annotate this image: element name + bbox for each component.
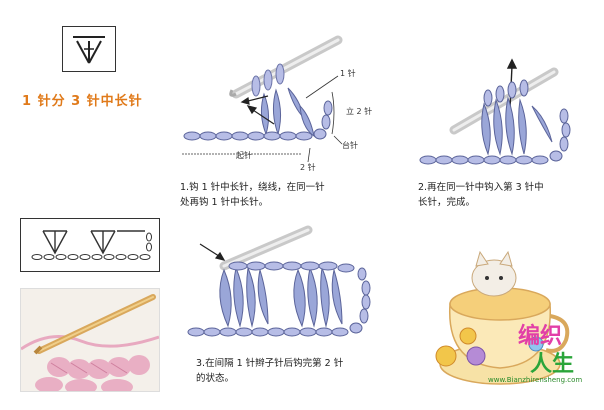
label-stand-2: 立 2 针 — [346, 107, 373, 116]
step2-caption: 2.再在同一针中钩入第 3 针中 长针，完成。 — [418, 180, 588, 210]
step3-caption-line1: 3.在间隔 1 针辫子针后钩完第 2 针 — [196, 358, 344, 369]
watermark-line1: 编织 — [518, 324, 563, 349]
page-title: 1 针分 3 针中长针 — [22, 94, 143, 109]
symbol-box-top — [62, 26, 116, 72]
photo-yarn-icon — [21, 289, 159, 391]
symbol-chart-box — [20, 218, 160, 272]
watermark-illustration — [435, 250, 570, 385]
step2-caption-line1: 2.再在同一针中钩入第 3 针中 — [418, 182, 544, 193]
label-stitch-1: 1 针 — [340, 69, 356, 78]
chart-symbol-icon — [31, 230, 152, 260]
label-platform: 台针 — [342, 141, 358, 150]
watermark-url: www.Bianzhirensheng.com — [488, 376, 583, 384]
step1-caption-line1: 1.钩 1 针中长针，绕线，在同一针 — [180, 182, 325, 193]
step1-caption-line2: 处再钩 1 针中长针。 — [180, 197, 269, 208]
label-stitch-2: 2 针 — [300, 163, 316, 172]
step1-diagram — [182, 35, 343, 163]
step3-caption-line2: 的状态。 — [196, 373, 235, 384]
step2-diagram — [419, 58, 571, 165]
step2-caption-line2: 长针，完成。 — [418, 197, 476, 208]
v-stitch-symbol-icon — [73, 36, 105, 64]
step3-caption: 3.在间隔 1 针辫子针后钩完第 2 针 的状态。 — [196, 356, 396, 386]
watermark-line2: 人生 — [530, 352, 575, 377]
step3-diagram — [187, 225, 371, 337]
photo-crochet — [20, 288, 160, 392]
label-starting: 起针 — [236, 151, 252, 160]
step1-caption: 1.钩 1 针中长针，绕线，在同一针 处再钩 1 针中长针。 — [180, 180, 380, 210]
